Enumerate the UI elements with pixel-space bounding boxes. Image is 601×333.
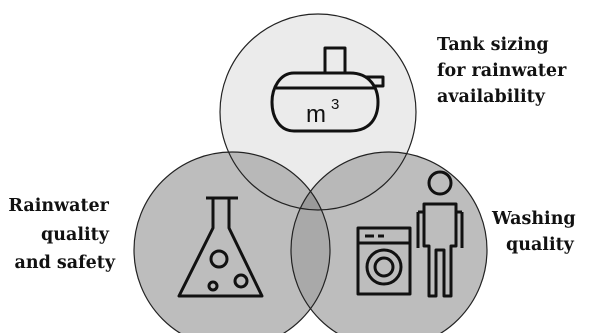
- flask-icon: [177, 196, 264, 298]
- label-washing-quality: Washing quality: [491, 209, 582, 255]
- tank-icon: [270, 46, 385, 133]
- tank-unit: m: [306, 101, 326, 128]
- washing-machine-icon: [356, 226, 412, 296]
- overlap-top-right: [291, 152, 416, 210]
- overlap-top-left: [220, 152, 330, 210]
- tank-unit-exponent: 3: [331, 96, 339, 113]
- label-rainwater-quality: Rainwater quality and safety: [8, 196, 115, 273]
- label-tank-sizing: Tank sizing for rainwater availability: [437, 35, 572, 107]
- person-icon: [416, 170, 464, 298]
